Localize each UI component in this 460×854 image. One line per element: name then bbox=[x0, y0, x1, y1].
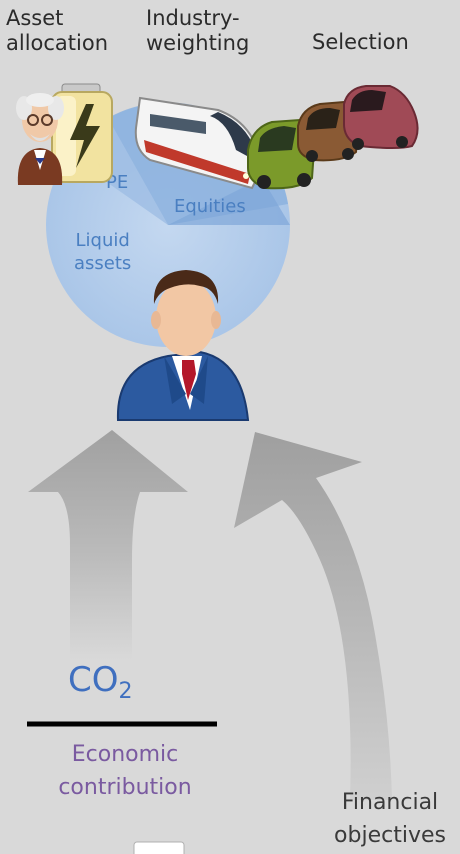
economic-contribution-label: Economic contribution bbox=[58, 742, 192, 800]
train-icon bbox=[134, 96, 264, 190]
financial-arrow bbox=[234, 432, 392, 800]
co2-arrow bbox=[28, 430, 188, 660]
battery-icon bbox=[51, 83, 113, 183]
selection-label: Selection bbox=[312, 30, 409, 54]
equities-label: Equities bbox=[174, 196, 246, 217]
equities-wedge bbox=[168, 178, 290, 225]
document-icon bbox=[133, 841, 185, 854]
red-car-icon bbox=[343, 85, 419, 150]
industry-weighting-label: Industry- weighting bbox=[146, 6, 250, 56]
financial-objectives-label: Financial objectives bbox=[334, 790, 446, 848]
scientist-icon bbox=[16, 93, 64, 185]
businessman-icon bbox=[116, 270, 250, 421]
liquid-assets-label: Liquid assets bbox=[74, 230, 132, 274]
co2-label: CO2 bbox=[68, 660, 133, 704]
asset-allocation-label: Asset allocation bbox=[6, 6, 109, 56]
